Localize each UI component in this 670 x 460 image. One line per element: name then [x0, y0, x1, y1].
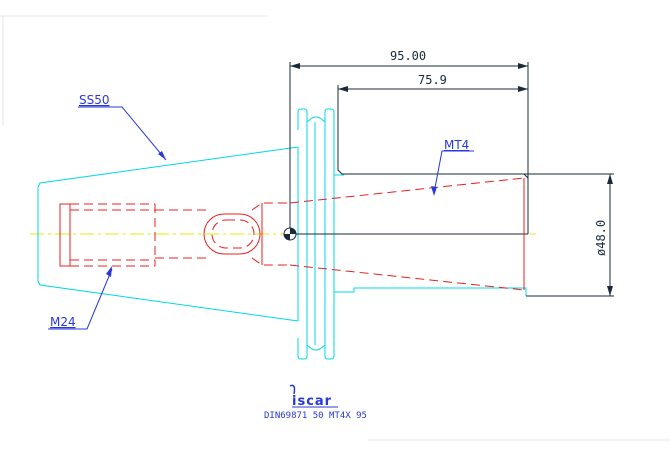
part-designation: DIN69871 50 MT4X 95	[264, 411, 367, 421]
label-ss50: SS50	[79, 93, 110, 107]
leader-mt4: MT4	[431, 138, 474, 196]
brand-block: iscar DIN69871 50 MT4X 95	[264, 384, 367, 421]
brand-logo: iscar	[292, 394, 332, 409]
diameter-value: ø48.0	[594, 220, 608, 256]
label-mt4: MT4	[444, 138, 469, 152]
body-outline	[289, 62, 529, 235]
leader-ss50: SS50	[78, 93, 167, 161]
dimension-diameter: ø48.0	[524, 173, 614, 297]
logo-mark-icon	[289, 384, 296, 395]
bore-depth-value: 75.9	[418, 73, 447, 87]
label-m24: M24	[50, 315, 76, 329]
leader-m24: M24	[48, 266, 113, 330]
dimension-overall-length: 95.00	[290, 49, 528, 69]
hidden-lines	[59, 177, 525, 291]
overall-length-value: 95.00	[390, 49, 426, 63]
dimension-bore-depth: 75.9	[338, 73, 528, 92]
datum-point	[283, 227, 297, 241]
